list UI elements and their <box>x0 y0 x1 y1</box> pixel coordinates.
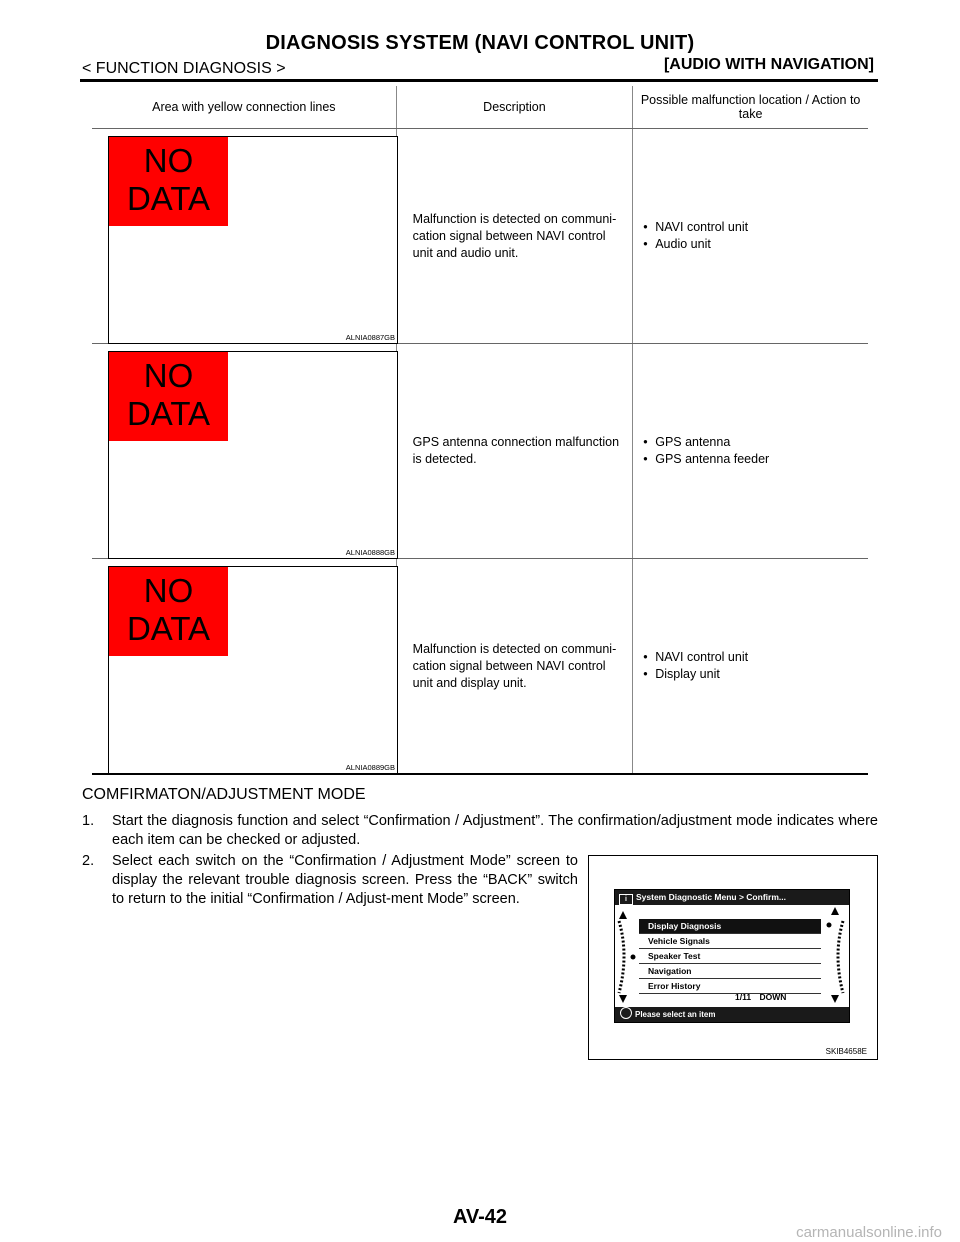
action-item: NAVI control unit <box>643 219 860 236</box>
action-cell: NAVI control unit Audio unit <box>632 128 868 344</box>
action-item: NAVI control unit <box>643 649 860 666</box>
column-header: Possible malfunction location / Action t… <box>632 86 868 129</box>
page-title: DIAGNOSIS SYSTEM (NAVI CONTROL UNIT) <box>265 32 695 54</box>
down-button[interactable]: DOWN <box>759 992 787 1002</box>
action-item: Display unit <box>643 666 860 683</box>
image-code: ALNIA0888GB <box>345 548 395 557</box>
action-cell: NAVI control unit Display unit <box>632 558 868 775</box>
description-cell: Malfunction is detected on communi-catio… <box>396 128 634 344</box>
menu-item-display-diagnosis[interactable]: Display Diagnosis <box>639 919 821 934</box>
diagram-cell: NO DATA ALNIA0888GB <box>92 343 398 559</box>
model-label: [AUDIO WITH NAVIGATION] <box>663 56 874 73</box>
screen-footer: Please select an item <box>615 1007 849 1022</box>
no-data-placeholder: NO DATA <box>109 567 228 656</box>
action-item: GPS antenna feeder <box>643 451 860 468</box>
description-cell: Malfunction is detected on communi-catio… <box>396 558 634 775</box>
diagram-image: NO DATA ALNIA0889GB <box>108 566 398 774</box>
diagram-cell: NO DATA ALNIA0887GB <box>92 128 398 344</box>
step-text: Start the diagnosis function and select … <box>112 813 878 848</box>
joystick-icon <box>620 1007 632 1019</box>
footer-hint: Please select an item <box>635 1010 716 1019</box>
description-cell: GPS antenna connection malfunction is de… <box>396 343 634 559</box>
page-indicator: 1/11 DOWN <box>735 992 786 1002</box>
step-item: 1. Start the diagnosis function and sele… <box>82 812 878 850</box>
menu-item-vehicle-signals[interactable]: Vehicle Signals <box>639 934 821 949</box>
action-cell: GPS antenna GPS antenna feeder <box>632 343 868 559</box>
table-row: NO DATA ALNIA0888GB GPS antenna connecti… <box>92 343 868 559</box>
section-label: < FUNCTION DIAGNOSIS > <box>82 60 286 77</box>
page-count: 1/11 <box>735 992 752 1002</box>
menu-list: Display Diagnosis Vehicle Signals Speake… <box>639 919 821 994</box>
menu-item-navigation[interactable]: Navigation <box>639 964 821 979</box>
left-rail-graphic <box>617 911 636 1003</box>
watermark: carmanualsonline.info <box>796 1224 942 1241</box>
header-rule <box>80 79 878 82</box>
no-data-placeholder: NO DATA <box>109 137 228 226</box>
right-rail-graphic <box>826 907 845 1003</box>
diagram-image: NO DATA ALNIA0888GB <box>108 351 398 559</box>
column-header: Area with yellow connection lines <box>92 86 397 129</box>
step-number: 2. <box>82 853 95 869</box>
right-scroll-rail <box>821 905 849 1006</box>
page-number: AV-42 <box>452 1206 508 1228</box>
column-header: Description <box>396 86 634 129</box>
diagram-image: NO DATA ALNIA0887GB <box>108 136 398 344</box>
left-scroll-rail <box>615 905 637 1006</box>
step-text: Select each switch on the “Confirmation … <box>112 853 578 907</box>
image-code: ALNIA0889GB <box>345 763 395 772</box>
screen-title: System Diagnostic Menu > Confirm... <box>636 892 786 902</box>
figure-code: SKIB4658E <box>825 1047 867 1056</box>
no-data-placeholder: NO DATA <box>109 352 228 441</box>
section-heading: COMFIRMATON/ADJUSTMENT MODE <box>82 786 366 803</box>
menu-item-speaker-test[interactable]: Speaker Test <box>639 949 821 964</box>
table-row: NO DATA ALNIA0887GB Malfunction is detec… <box>92 128 868 344</box>
step-item: 2. Select each switch on the “Confirmati… <box>82 852 578 909</box>
action-item: GPS antenna <box>643 434 860 451</box>
image-code: ALNIA0887GB <box>345 333 395 342</box>
table-row: NO DATA ALNIA0889GB Malfunction is detec… <box>92 558 868 775</box>
action-item: Audio unit <box>643 236 860 253</box>
step-number: 1. <box>82 813 95 829</box>
diagram-cell: NO DATA ALNIA0889GB <box>92 558 398 775</box>
info-icon: i <box>619 894 633 905</box>
diagnosis-table: Area with yellow connection lines Descri… <box>92 86 868 775</box>
menu-item-error-history[interactable]: Error History <box>639 979 821 994</box>
table-header-row: Area with yellow connection lines Descri… <box>92 86 868 129</box>
